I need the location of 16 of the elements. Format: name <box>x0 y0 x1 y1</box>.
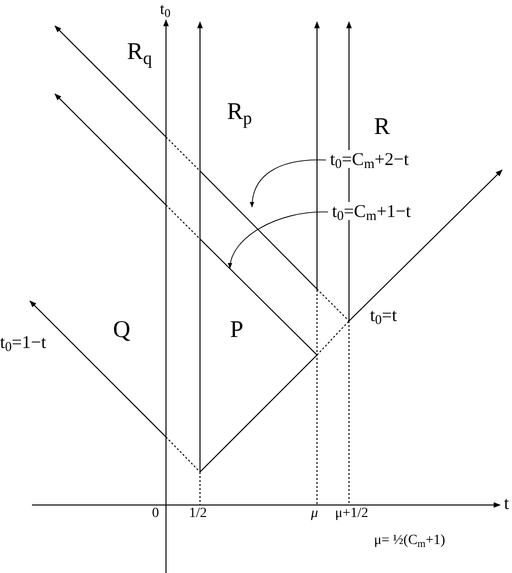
tick-label: 0 <box>152 507 159 521</box>
equation-label: t$_{0}$=t <box>370 306 397 324</box>
tick-label: μ+1/2 <box>335 507 368 521</box>
region-label: Q <box>113 318 130 342</box>
axis-label: t <box>504 494 510 512</box>
equation-label: t$_{0}$=C$_{m}$+2−t <box>328 150 411 168</box>
region-label: R <box>374 115 390 139</box>
tick-label: μ <box>311 507 318 521</box>
axis-label: t$_{0}$ <box>160 2 170 18</box>
region-label: P <box>230 318 244 342</box>
equation-label: t$_{0}$=C$_{m}$+1−t <box>330 202 413 220</box>
equation-label: t$_{0}$=1−t <box>0 333 46 351</box>
leader-line <box>228 212 328 269</box>
leader-line <box>250 160 326 208</box>
definition-note: μ= ½(C$_{m}$+1) <box>374 534 446 548</box>
tick-label: 1/2 <box>189 507 207 521</box>
